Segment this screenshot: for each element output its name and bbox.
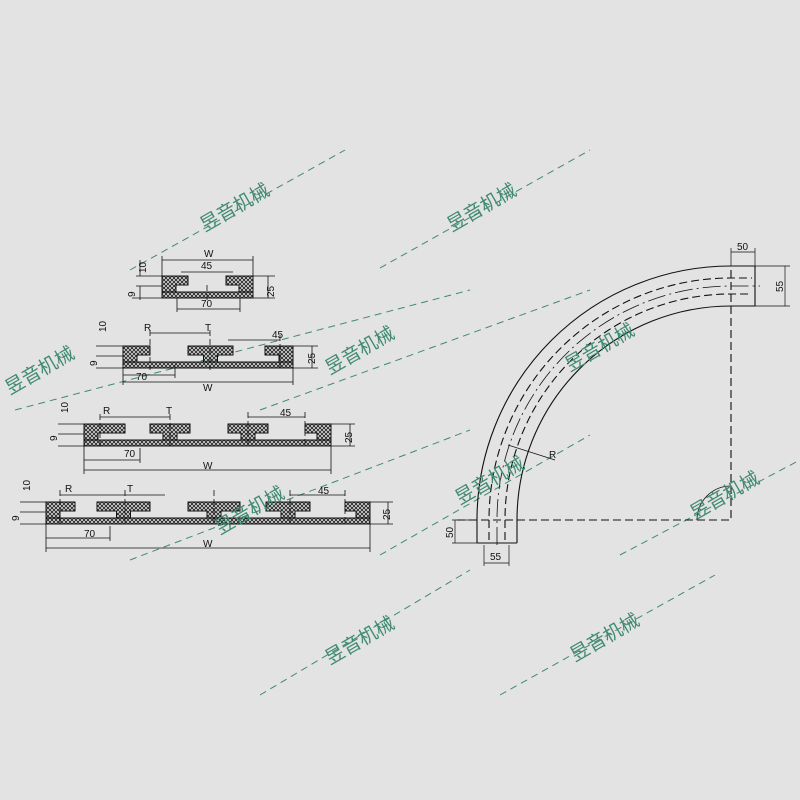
curved-track [452,248,790,566]
profile-piece [264,345,294,363]
profile-piece [225,275,254,293]
profile-piece [161,275,189,293]
dim-p4-T: T [127,484,133,495]
watermark-text: 昱音机械 [444,179,521,236]
dim-p1-d70: 70 [201,299,213,310]
profile-piece [83,439,332,447]
profile-piece [45,501,76,519]
dim-p1-d9: 9 [127,291,138,297]
profile-piece [161,291,254,299]
watermark-text: 昱音机械 [687,467,764,524]
dim-p1-W: W [204,249,214,260]
watermark-text: 昱音机械 [197,179,274,236]
dim-p3-d45: 45 [280,408,292,419]
watermark-lines [14,149,800,696]
dim-p2-d10: 10 [98,320,109,332]
profile-piece [344,501,371,519]
profile-piece [265,501,311,519]
dim-p4-W: W [203,539,213,550]
profile-piece [122,361,294,369]
dim-p2-d9: 9 [89,360,100,366]
dim-p2-W: W [203,383,213,394]
profile-piece [96,501,151,519]
watermark-text: 昱音机械 [2,342,79,399]
profile-piece [45,517,371,525]
dim-bottom-width: 55 [490,552,502,563]
profile-piece [122,345,151,363]
profile-piece [304,423,332,441]
dim-p3-d70: 70 [124,449,136,460]
dim-p2-R: R [144,323,151,334]
profile-piece [187,345,234,363]
dim-p2-T: T [205,323,211,334]
dim-p3-T: T [166,406,172,417]
dim-p3-d25: 25 [344,431,355,443]
dim-top-width: 55 [775,280,786,292]
dim-p3-R: R [103,406,110,417]
dim-p2-d25: 25 [307,352,318,364]
dim-p4-d70: 70 [84,529,96,540]
watermark-text: 昱音机械 [322,612,399,669]
dim-p4-d25: 25 [382,508,393,520]
watermark-text: 昱音机械 [322,322,399,379]
dim-p4-d45: 45 [318,486,330,497]
dim-p4-d10: 10 [22,479,33,491]
dim-p4-R: R [65,484,72,495]
dim-radius: R [549,450,556,461]
dim-p1-d45: 45 [201,261,213,272]
dim-p3-d9: 9 [49,435,60,441]
dim-p3-W: W [203,461,213,472]
dim-p2-d45: 45 [272,330,284,341]
dim-bottom-length: 50 [445,526,456,538]
dimension-lines [20,256,393,552]
watermark-text: 昱音机械 [567,609,644,666]
dim-p2-d70: 70 [136,372,148,383]
profile-piece [83,423,126,441]
dim-top-length: 50 [737,242,749,253]
dim-p1-d10: 10 [138,261,149,273]
dim-p1-d25: 25 [266,285,277,297]
dim-p4-d9: 9 [11,515,22,521]
dim-p3-d10: 10 [60,401,71,413]
